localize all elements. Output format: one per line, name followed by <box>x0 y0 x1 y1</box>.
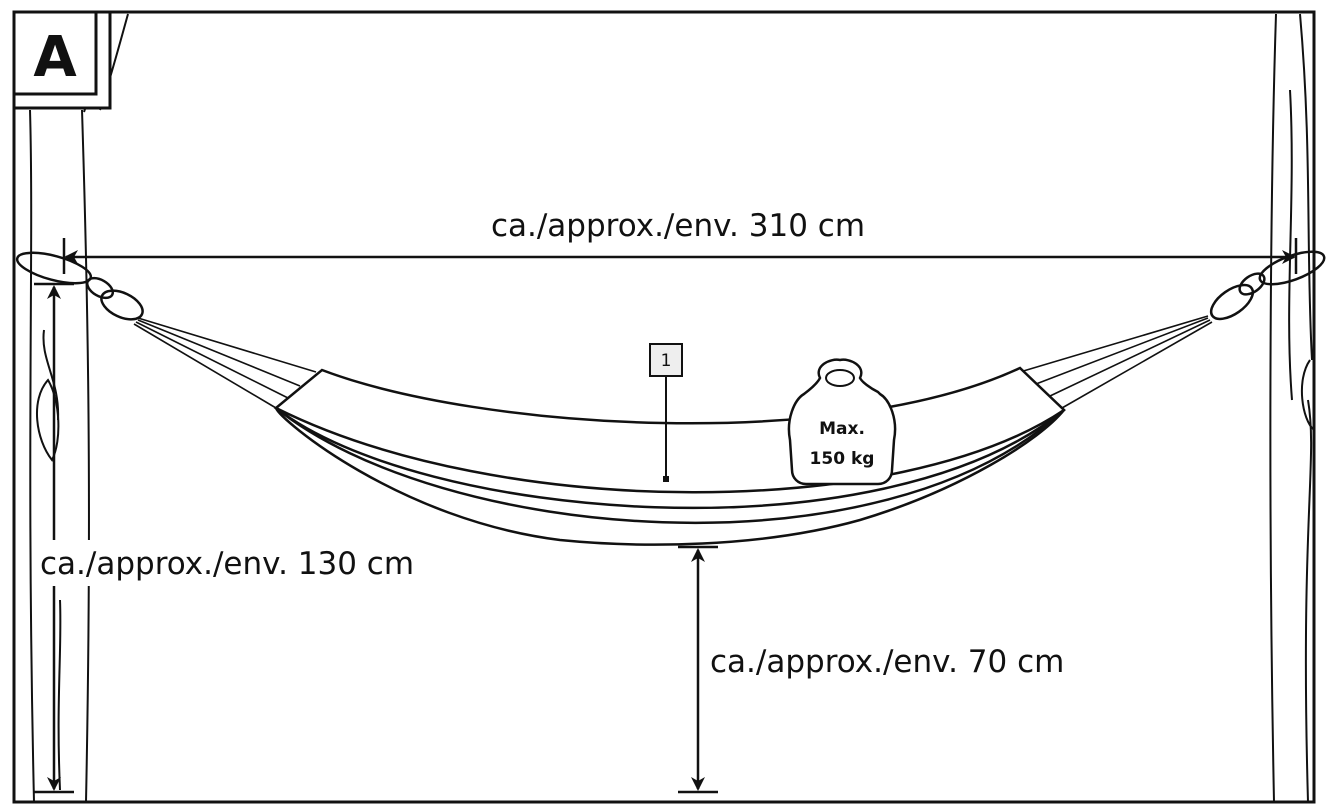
left-cords <box>133 317 317 409</box>
hang-height-dimension: ca./approx./env. 130 cm <box>34 282 480 794</box>
panel-letter: A <box>33 25 77 90</box>
panel-label: A <box>12 10 112 110</box>
ground-clearance-label: ca./approx./env. 70 cm <box>710 644 1064 680</box>
span-dimension: ca./approx./env. 310 cm <box>62 208 1298 274</box>
right-cords <box>1019 315 1213 409</box>
max-load-line1: Max. <box>819 419 865 439</box>
ground-clearance-dimension: ca./approx./env. 70 cm <box>678 545 1064 794</box>
hang-height-label: ca./approx./env. 130 cm <box>40 546 414 582</box>
left-strap <box>15 251 144 321</box>
left-tree <box>29 13 129 803</box>
diagram-frame <box>12 10 1316 804</box>
callout-1: 1 <box>649 343 683 482</box>
span-label: ca./approx./env. 310 cm <box>491 208 865 244</box>
max-load-line2: 150 kg <box>810 449 875 469</box>
callout-number: 1 <box>661 351 672 371</box>
hammock-body <box>273 366 1066 546</box>
right-tree <box>1269 13 1315 803</box>
max-load-weight-icon: Max. 150 kg <box>787 358 897 486</box>
